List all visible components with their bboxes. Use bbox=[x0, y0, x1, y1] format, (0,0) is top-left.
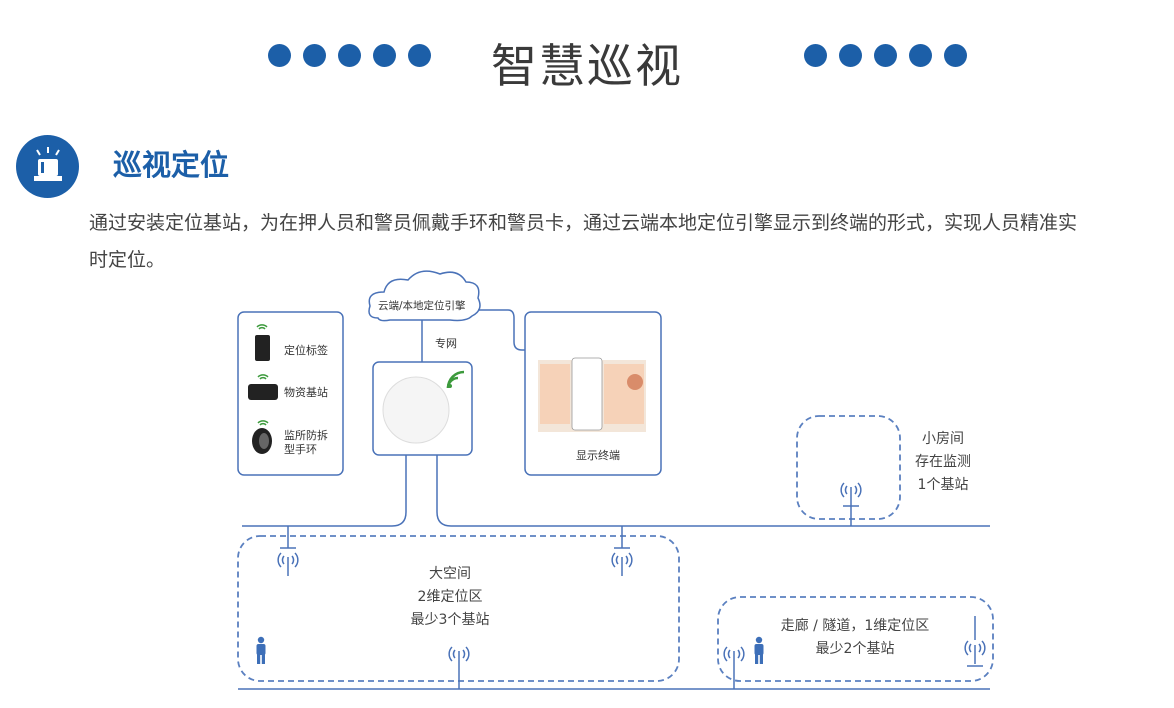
dot bbox=[944, 44, 967, 67]
base-station-icon bbox=[723, 646, 745, 671]
person-icon bbox=[754, 636, 764, 664]
base-station-icon bbox=[840, 482, 862, 507]
decor-dots-left bbox=[268, 44, 431, 67]
dot bbox=[909, 44, 932, 67]
dot bbox=[373, 44, 396, 67]
page-title: 智慧巡视 bbox=[491, 39, 683, 93]
dot bbox=[303, 44, 326, 67]
terminal-label: 显示终端 bbox=[576, 449, 620, 462]
zone-label: 走廊 / 隧道，1维定位区 最少2个基站 bbox=[780, 618, 930, 657]
page-header: 智慧巡视 bbox=[0, 28, 1174, 98]
dot bbox=[839, 44, 862, 67]
decor-dots-right bbox=[804, 44, 967, 67]
base-station-icon bbox=[611, 552, 633, 577]
device-label: 物资基站 bbox=[284, 386, 328, 399]
base-station-icon bbox=[448, 646, 470, 671]
link-label: 专网 bbox=[435, 337, 457, 350]
cloud-label: 云端/本地定位引擎 bbox=[378, 300, 466, 312]
device-label: 定位标签 bbox=[284, 344, 328, 357]
dot bbox=[804, 44, 827, 67]
gateway-device-icon bbox=[382, 376, 450, 444]
dot bbox=[338, 44, 361, 67]
device-label: 监所防拆 型手环 bbox=[284, 429, 328, 456]
dot bbox=[408, 44, 431, 67]
zone-label: 小房间 存在监测 1个基站 bbox=[915, 431, 971, 493]
wifi-signal-icon bbox=[446, 370, 465, 389]
zone-corridor bbox=[717, 596, 994, 682]
dot bbox=[874, 44, 897, 67]
section-title: 巡视定位 bbox=[113, 148, 230, 182]
zone-small-room bbox=[796, 415, 901, 520]
zone-label: 大空间 2维定位区 最少3个基站 bbox=[410, 566, 490, 628]
alarm-light-icon bbox=[16, 135, 79, 198]
section-description: 通过安装定位基站，为在押人员和警员佩戴手环和警员卡，通过云端本地定位引擎显示到终… bbox=[89, 212, 1078, 271]
location-tag-icon bbox=[255, 324, 270, 361]
base-station-icon bbox=[964, 640, 986, 665]
cloud-shape bbox=[368, 270, 481, 322]
wristband-icon bbox=[252, 420, 272, 454]
dot bbox=[268, 44, 291, 67]
material-station-icon bbox=[248, 374, 278, 400]
base-station-icon bbox=[277, 552, 299, 577]
person-icon bbox=[256, 636, 266, 664]
